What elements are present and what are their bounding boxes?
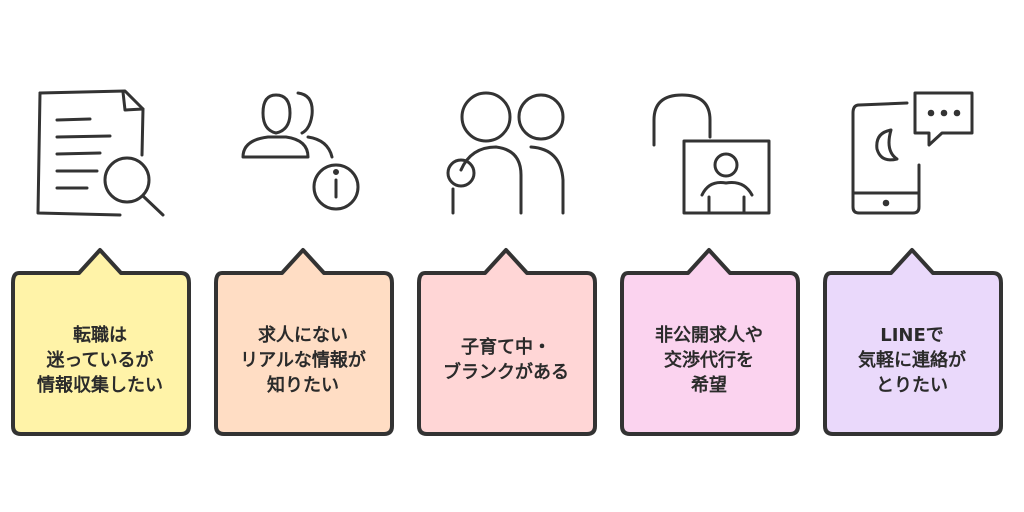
card-label: 子育て中・ ブランクがある [443, 337, 569, 383]
speech-bubble: 転職は 迷っているが 情報収集したい [5, 238, 195, 443]
card-3: 子育て中・ ブランクがある [411, 0, 601, 512]
card-label: LINEで 気軽に連絡が とりたい [858, 324, 966, 396]
speech-bubble: 求人にない リアルな情報が 知りたい [208, 238, 398, 443]
card-5: LINEで 気軽に連絡が とりたい [817, 0, 1007, 512]
card-2: 求人にない リアルな情報が 知りたい [208, 0, 398, 512]
card-label: 求人にない リアルな情報が 知りたい [240, 324, 366, 396]
card-label: 転職は 迷っているが 情報収集したい [37, 324, 163, 396]
speech-bubble: 子育て中・ ブランクがある [411, 238, 601, 443]
card-1: 転職は 迷っているが 情報収集したい [5, 0, 195, 512]
unlock-profile-icon [614, 85, 804, 220]
family-icon [411, 85, 601, 220]
card-label: 非公開求人や 交渉代行を 希望 [655, 324, 763, 396]
document-search-icon [5, 85, 195, 220]
phone-chat-icon [817, 85, 1007, 220]
speech-bubble: LINEで 気軽に連絡が とりたい [817, 238, 1007, 443]
card-4: 非公開求人や 交渉代行を 希望 [614, 0, 804, 512]
speech-bubble: 非公開求人や 交渉代行を 希望 [614, 238, 804, 443]
users-info-icon [208, 85, 398, 220]
